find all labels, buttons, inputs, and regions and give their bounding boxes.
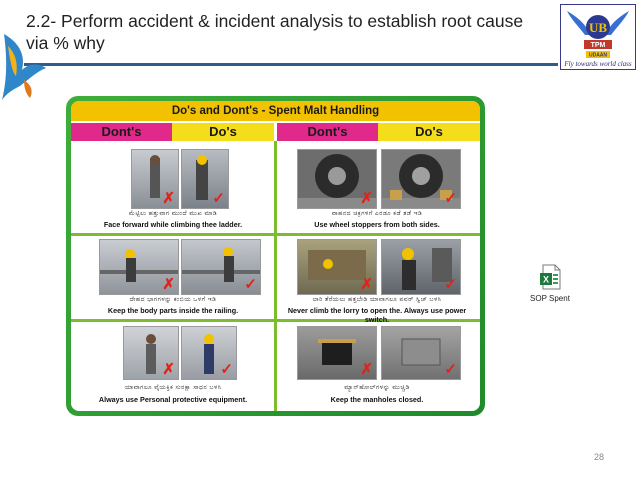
column-divider [274,141,277,411]
wrong-mark-icon: ✗ [360,276,373,293]
wrong-mark-icon: ✗ [162,190,175,207]
photo-railing-right: ✓ [181,239,261,295]
right-mark-icon: ✓ [444,361,457,378]
header-dont-left: Dont's [71,123,172,141]
svg-text:UDAAN: UDAAN [589,53,607,59]
right-mark-icon: ✓ [444,190,457,207]
panel-caption: Never climb the lorry to open the. Alway… [287,306,467,324]
poster-title: Do's and Dont's - Spent Malt Handling [71,101,480,121]
panel-local-text: ಮ್ಯಾನ್‌ಹೋಲ್‌ಗಳನ್ನು ಮುಚ್ಚಿಡಿ [344,385,410,391]
photo-ppe-wrong: ✗ [123,326,179,380]
company-logo: UB TPM UDAAN Fly towards world class [560,4,636,70]
photo-wheel-right: ✓ [381,149,461,209]
svg-text:UB: UB [589,20,607,35]
photo-ladder-right: ✓ [181,149,229,209]
panel-local-text: ಮೆಟ್ಟಿಲು ಹತ್ತುವಾಗ ಮುಂದೆ ಮುಖ ಮಾಡಿ [128,211,218,217]
row-divider [71,233,480,236]
wrong-mark-icon: ✗ [360,361,373,378]
panel-caption: Keep the body parts inside the railing. [107,306,239,315]
photo-railing-wrong: ✗ [99,239,179,295]
title-divider [24,63,558,66]
safety-poster: Do's and Dont's - Spent Malt Handling Do… [66,96,485,416]
photo-wheel-wrong: ✗ [297,149,377,209]
photo-lorry-right: ✓ [381,239,461,295]
panel-caption: Face forward while climbing thee ladder. [103,220,243,229]
panel-caption: Use wheel stoppers from both sides. [314,220,440,229]
sop-spent-label[interactable]: SOP Spent [530,294,570,303]
panel-caption: Always use Personal protective equipment… [98,395,248,404]
panel-local-text: ವಾಹನದ ಚಕ್ರಗಳಿಗೆ ಎರಡೂ ಕಡೆ ತಡೆ ಇಡಿ [331,211,423,217]
header-do-left: Do's [172,123,274,141]
wrong-mark-icon: ✗ [162,361,175,378]
svg-text:X: X [543,275,549,285]
slide-title: 2.2- Perform accident & incident analysi… [26,11,524,53]
excel-file-icon[interactable]: X [539,264,561,290]
right-mark-icon: ✓ [220,361,233,378]
photo-ppe-right: ✓ [181,326,237,380]
panel-local-text: ಲಾರಿ ತೆರೆಯಲು ಹತ್ತಬೇಡಿ ಯಾವಾಗಲೂ ಪವರ್ ಸ್ವಿಚ… [312,297,442,303]
header-do-right: Do's [378,123,480,141]
header-dont-right: Dont's [277,123,378,141]
page-number: 28 [593,452,604,462]
photo-ladder-wrong: ✗ [131,149,179,209]
row-divider [71,319,480,322]
svg-text:TPM: TPM [591,42,606,49]
photo-manhole-wrong: ✗ [297,326,377,380]
wrong-mark-icon: ✗ [360,190,373,207]
photo-manhole-right: ✓ [381,326,461,380]
bird-logo-icon [2,34,46,100]
panel-local-text: ದೇಹದ ಭಾಗಗಳನ್ನು ಕಂಬಿಯ ಒಳಗೆ ಇಡಿ [129,297,217,303]
right-mark-icon: ✓ [444,276,457,293]
logo-tagline: Fly towards world class [564,60,632,68]
wrong-mark-icon: ✗ [162,276,175,293]
ub-emblem-icon: UB TPM UDAAN [567,11,629,59]
right-mark-icon: ✓ [244,276,257,293]
right-mark-icon: ✓ [212,190,225,207]
panel-local-text: ಯಾವಾಗಲೂ ವೈಯಕ್ತಿಕ ಸುರಕ್ಷಾ ಸಾಧನ ಬಳಸಿ [124,385,222,391]
panel-caption: Keep the manholes closed. [330,395,424,404]
photo-lorry-wrong: ✗ [297,239,377,295]
